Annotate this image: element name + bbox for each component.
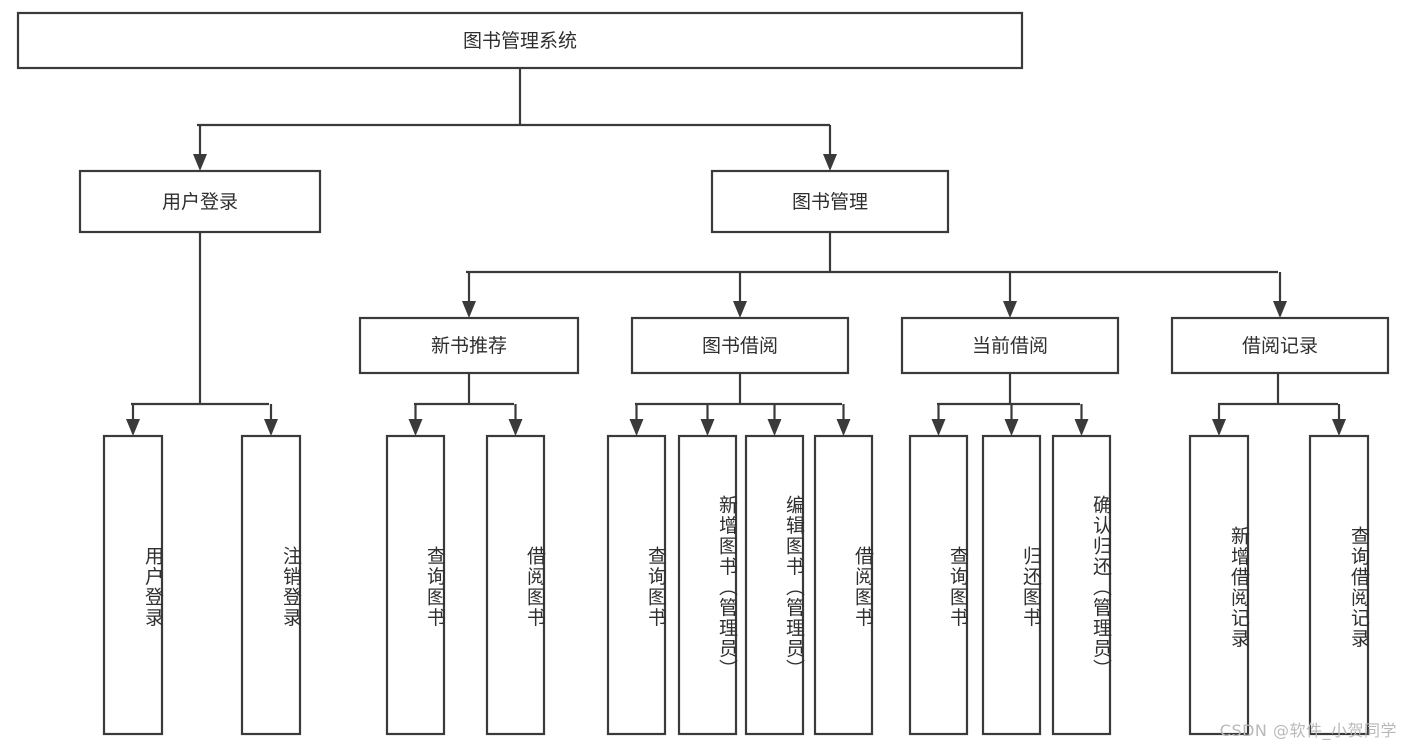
arrow-to-leaf-confirm-return-head — [1074, 419, 1089, 436]
node-label-book-manage: 图书管理 — [792, 191, 868, 213]
node-box-leaf-query-book-3[interactable] — [908, 434, 969, 736]
node-box-leaf-logout[interactable] — [240, 434, 302, 736]
arrow-to-leaf-edit-book-head — [767, 419, 782, 436]
node-box-leaf-query-record[interactable] — [1308, 434, 1370, 736]
node-box-current-borrow[interactable] — [900, 316, 1120, 375]
node-box-borrow-record[interactable] — [1170, 316, 1390, 375]
node-box-leaf-borrow-book-2[interactable] — [813, 434, 874, 736]
node-box-leaf-query-book-1[interactable] — [385, 434, 446, 736]
node-box-leaf-borrow-book-1[interactable] — [485, 434, 546, 736]
arrow-to-leaf-add-record-head — [1212, 419, 1226, 436]
watermark: CSDN @软件_小贺同学 — [1219, 721, 1397, 740]
arrow-to-leaf-borrow-book-1-head — [508, 419, 523, 436]
node-label-new-book-rec: 新书推荐 — [431, 335, 507, 357]
arrow-to-leaf-logout-head — [264, 419, 278, 436]
boxes-layer — [16, 11, 1390, 736]
node-box-book-manage[interactable] — [710, 169, 950, 234]
arrow-to-book-borrow-head — [733, 301, 747, 318]
arrow-to-leaf-query-book-1-head — [408, 419, 423, 436]
arrow-to-leaf-return-book-head — [1004, 419, 1019, 436]
arrow-to-book-manage-head — [823, 154, 837, 171]
arrow-to-borrow-record-head — [1273, 301, 1287, 318]
arrow-to-leaf-borrow-book-2-head — [836, 419, 851, 436]
node-label-user-login: 用户登录 — [162, 191, 238, 213]
node-box-root[interactable] — [16, 11, 1024, 70]
node-box-leaf-add-record[interactable] — [1188, 434, 1250, 736]
node-box-leaf-edit-book[interactable] — [744, 434, 805, 736]
node-box-user-login[interactable] — [78, 169, 322, 234]
arrow-to-leaf-query-record-head — [1332, 419, 1346, 436]
node-box-leaf-user-login[interactable] — [102, 434, 164, 736]
arrow-to-leaf-query-book-2-head — [629, 419, 644, 436]
node-box-leaf-add-book[interactable] — [677, 434, 738, 736]
arrow-to-user-login-head — [193, 154, 207, 171]
node-label-borrow-record: 借阅记录 — [1242, 335, 1318, 357]
arrow-to-new-book-rec-head — [462, 301, 476, 318]
arrow-to-current-borrow-head — [1003, 301, 1017, 318]
node-box-book-borrow[interactable] — [630, 316, 850, 375]
node-label-book-borrow: 图书借阅 — [702, 335, 778, 357]
arrow-to-leaf-query-book-3-head — [931, 419, 946, 436]
node-box-leaf-confirm-return[interactable] — [1051, 434, 1112, 736]
connectors-layer — [126, 68, 1346, 436]
node-label-root: 图书管理系统 — [463, 30, 577, 52]
node-box-new-book-rec[interactable] — [358, 316, 580, 375]
node-box-leaf-return-book[interactable] — [981, 434, 1042, 736]
arrow-to-leaf-add-book-head — [700, 419, 715, 436]
node-box-leaf-query-book-2[interactable] — [606, 434, 667, 736]
node-label-current-borrow: 当前借阅 — [972, 335, 1048, 357]
arrow-to-leaf-user-login-head — [126, 419, 140, 436]
